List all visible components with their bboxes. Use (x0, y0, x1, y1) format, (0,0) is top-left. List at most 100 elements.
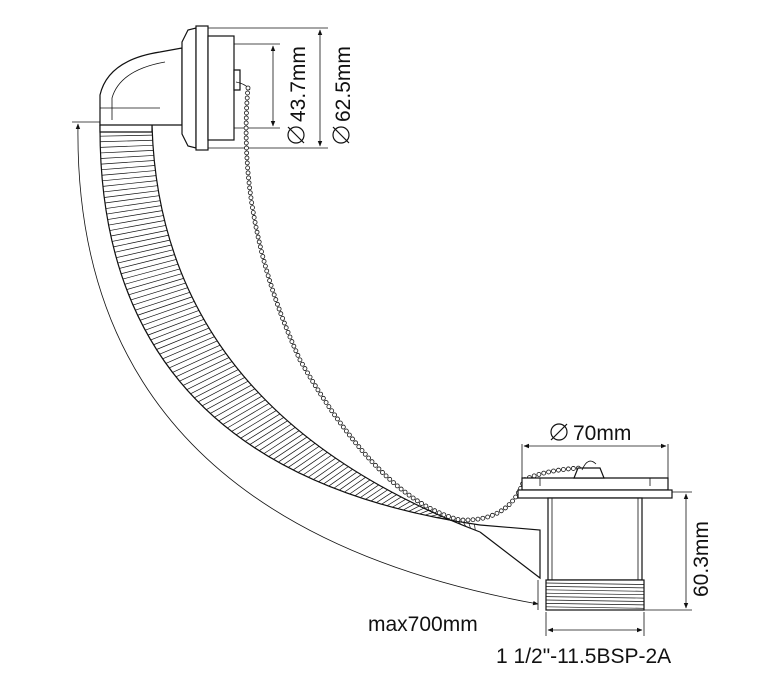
chain-bead (271, 288, 275, 292)
thread-text: 1 1/2"-11.5BSP-2A (496, 645, 671, 668)
hose-rib (409, 506, 420, 511)
hose-rib (366, 487, 384, 499)
chain-bead (542, 471, 546, 475)
chain-bead (388, 477, 392, 481)
chain-bead (420, 501, 424, 505)
chain-bead (262, 259, 266, 263)
chain-bead (286, 330, 290, 334)
chain-bead (354, 441, 358, 445)
overflow-cover (182, 26, 250, 150)
chain-bead (566, 467, 570, 471)
chain-bead (556, 468, 560, 472)
chain-bead (476, 517, 480, 521)
chain-bead (377, 467, 381, 471)
chain-bead (245, 96, 249, 100)
chain-bead (260, 250, 264, 254)
hose-rib (160, 332, 212, 354)
chain-bead (561, 467, 565, 471)
hose-rib (278, 440, 311, 462)
chain-bead (272, 293, 276, 297)
hose-rib (115, 240, 170, 252)
chain-bead (451, 516, 455, 520)
diameter-icon (333, 127, 349, 143)
hose-rib (101, 160, 154, 164)
hose-rib (101, 166, 154, 170)
chain-bead (350, 437, 354, 441)
hose-rib (140, 301, 194, 320)
hose-rib (414, 508, 424, 512)
chain-bead (370, 460, 374, 464)
chain-bead (341, 425, 345, 429)
chain-bead (333, 413, 337, 417)
chain-bead (245, 101, 249, 105)
hose-rib (118, 250, 173, 263)
chain-bead (411, 496, 415, 500)
chain-bead (437, 511, 441, 515)
chain-bead (313, 384, 317, 388)
chain-bead (442, 513, 446, 517)
chain-bead (261, 255, 265, 259)
chain-bead (248, 191, 252, 195)
length-dimension: max700mm (72, 122, 538, 636)
hose-rib (298, 452, 327, 472)
hose-rib (313, 461, 339, 480)
chain-bead (407, 493, 411, 497)
chain-bead (415, 499, 419, 503)
hose-rib (179, 358, 228, 382)
height-text: 60.3mm (690, 521, 713, 597)
chain-bead (247, 176, 251, 180)
chain-bead (456, 517, 460, 521)
chain-bead (514, 495, 518, 499)
chain-bead (403, 490, 407, 494)
chain-bead (490, 513, 494, 517)
hose-rib (264, 431, 299, 454)
hose-rib (392, 499, 405, 507)
hose-rib (382, 495, 397, 505)
hose-rib (173, 349, 223, 372)
outer-diameter-text: 62.5mm (332, 46, 355, 122)
chain-bead (251, 211, 255, 215)
hose-rib (112, 230, 167, 241)
hose-rib (430, 515, 437, 517)
hose-rib (250, 421, 288, 445)
hose-rib (101, 155, 154, 158)
chain-bead (263, 264, 267, 268)
hose-rib (303, 455, 331, 475)
chain-bead (250, 206, 254, 210)
chain-bead (507, 503, 511, 507)
hose-rib (163, 337, 215, 359)
chain-bead (244, 121, 248, 125)
chain-bead (246, 171, 250, 175)
hose-rib (355, 482, 374, 495)
chain-bead (360, 449, 364, 453)
chain-bead (324, 400, 328, 404)
chain-bead (282, 321, 286, 325)
hose-rib (109, 216, 164, 225)
chain-bead (495, 511, 499, 515)
hose-rib (308, 458, 335, 477)
thread-section (546, 580, 644, 610)
hose-rib (151, 319, 204, 340)
chain-bead (275, 302, 279, 306)
chain-bead (269, 283, 273, 287)
height-dimension: 60.3mm (644, 492, 713, 610)
hose-rib (254, 424, 291, 448)
chain-bead (255, 230, 259, 234)
chain-bead (244, 111, 248, 115)
chain-bead (277, 307, 281, 311)
chain-bead (244, 141, 248, 145)
hose-rib (113, 235, 168, 247)
hose-rib (245, 417, 283, 441)
chain-bead (552, 469, 556, 473)
chain-bead (268, 279, 272, 283)
chain-bead (274, 298, 278, 302)
chain-bead (321, 396, 325, 400)
hose-rib (371, 490, 388, 501)
overflow-elbow (100, 48, 182, 125)
chain-bead (279, 312, 283, 316)
hose-rib (241, 414, 280, 438)
chain-bead (481, 516, 485, 520)
chain-bead (265, 269, 269, 273)
chain-bead (537, 472, 541, 476)
